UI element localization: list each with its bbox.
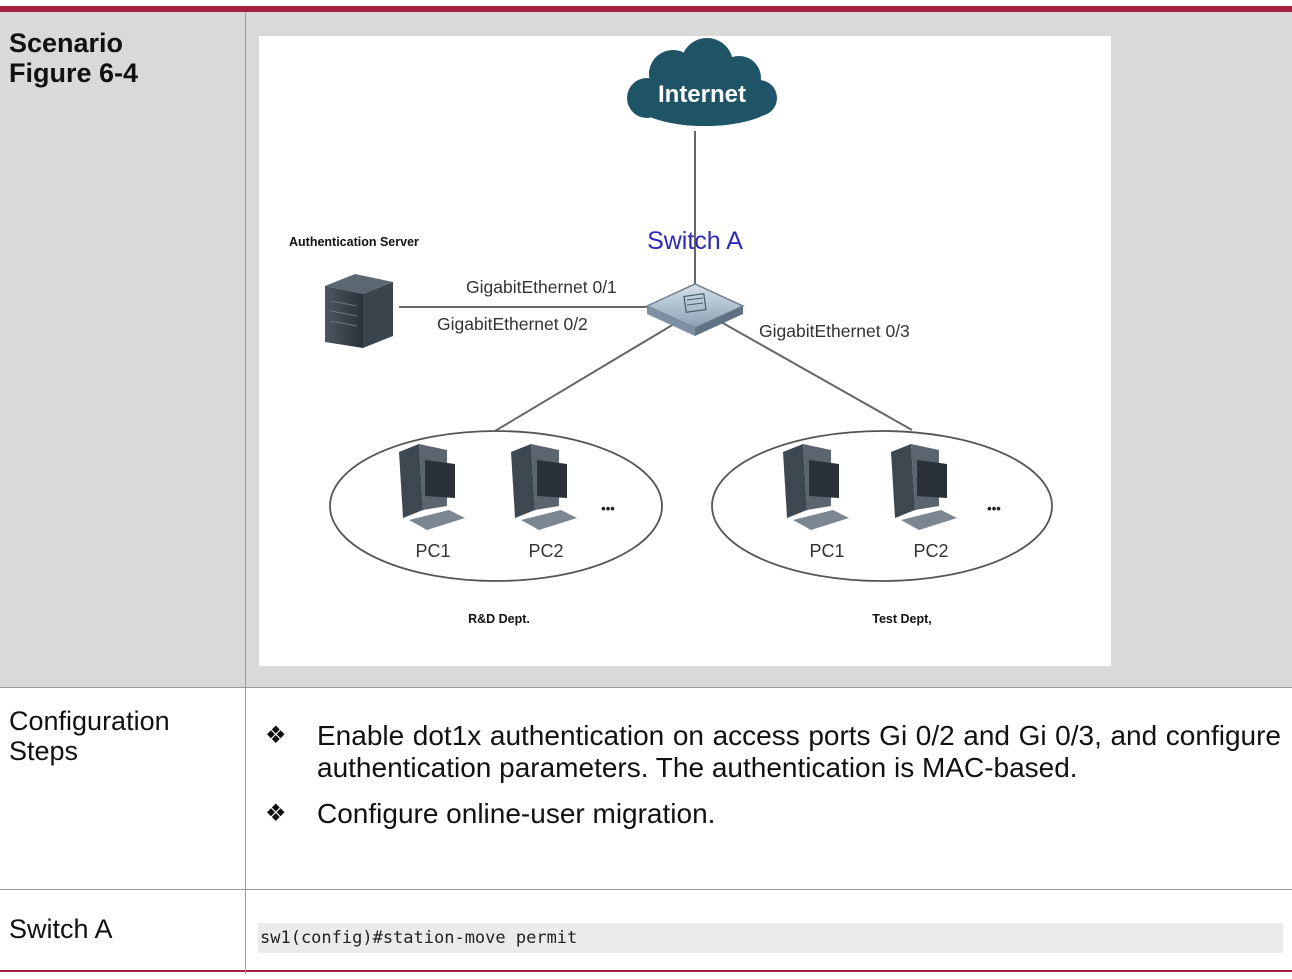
scenario-content-cell: Internet Switch A Authentication Server [246, 12, 1292, 687]
figure-number-label: Figure 6-4 [9, 58, 139, 88]
rd-pc1-label: PC1 [415, 541, 450, 561]
list-item: ❖ Configure online-user migration. [261, 798, 1281, 830]
table-top-border [0, 6, 1292, 12]
port1-label: GigabitEthernet 0/1 [466, 277, 617, 297]
test-dept-link [720, 321, 913, 431]
switch-a-label: Switch A [9, 914, 113, 944]
switch-icon [645, 283, 745, 336]
test-pc2-icon [891, 444, 957, 530]
steps-label-cell: Configuration Steps [0, 688, 245, 889]
switch-label: Switch A [647, 227, 743, 255]
diamond-bullet-icon: ❖ [265, 722, 287, 749]
step-text: Configure online-user migration. [317, 798, 716, 829]
rd-pc1-icon [399, 444, 465, 530]
test-pc2-label: PC2 [913, 541, 948, 561]
auth-server-label: Authentication Server [289, 235, 419, 249]
steps-list: ❖ Enable dot1x authentication on access … [261, 720, 1281, 844]
list-item: ❖ Enable dot1x authentication on access … [261, 720, 1281, 784]
rd-dept-link [494, 323, 675, 432]
scenario-row: Scenario Figure 6-4 [0, 12, 1292, 688]
internet-cloud-icon [627, 38, 777, 126]
test-pc1-label: PC1 [809, 541, 844, 561]
steps-label: Configuration Steps [9, 706, 170, 766]
switch-a-content-cell: sw1(config)#station-move permit [246, 890, 1292, 970]
link-lines [399, 131, 913, 432]
test-dept-group [711, 430, 1053, 582]
test-more-ellipsis: ••• [987, 501, 1001, 516]
scenario-label-cell: Scenario Figure 6-4 [0, 12, 245, 687]
network-diagram: Internet Switch A Authentication Server [289, 38, 1053, 626]
configuration-steps-row: Configuration Steps ❖ Enable dot1x authe… [0, 688, 1292, 890]
test-dept-label: Test Dept, [872, 612, 932, 626]
port3-label: GigabitEthernet 0/3 [759, 321, 910, 341]
network-topology-figure: Internet Switch A Authentication Server [259, 36, 1111, 666]
test-pc1-icon [783, 444, 849, 530]
rd-more-ellipsis: ••• [601, 501, 615, 516]
switch-a-row: Switch A sw1(config)#station-move permit [0, 890, 1292, 972]
server-icon [325, 274, 393, 348]
scenario-label: Scenario [9, 28, 124, 58]
command-code-block: sw1(config)#station-move permit [258, 923, 1283, 953]
port2-label: GigabitEthernet 0/2 [437, 314, 588, 334]
steps-content-cell: ❖ Enable dot1x authentication on access … [246, 688, 1292, 889]
rd-dept-label: R&D Dept. [468, 612, 530, 626]
switch-a-label-cell: Switch A [0, 890, 245, 970]
internet-label: Internet [658, 81, 746, 108]
step-text: Enable dot1x authentication on access po… [317, 720, 1281, 783]
rd-pc2-label: PC2 [528, 541, 563, 561]
rd-pc2-icon [511, 444, 577, 530]
diamond-bullet-icon: ❖ [265, 800, 287, 827]
rd-dept-group [329, 430, 663, 582]
column-divider [245, 12, 246, 974]
